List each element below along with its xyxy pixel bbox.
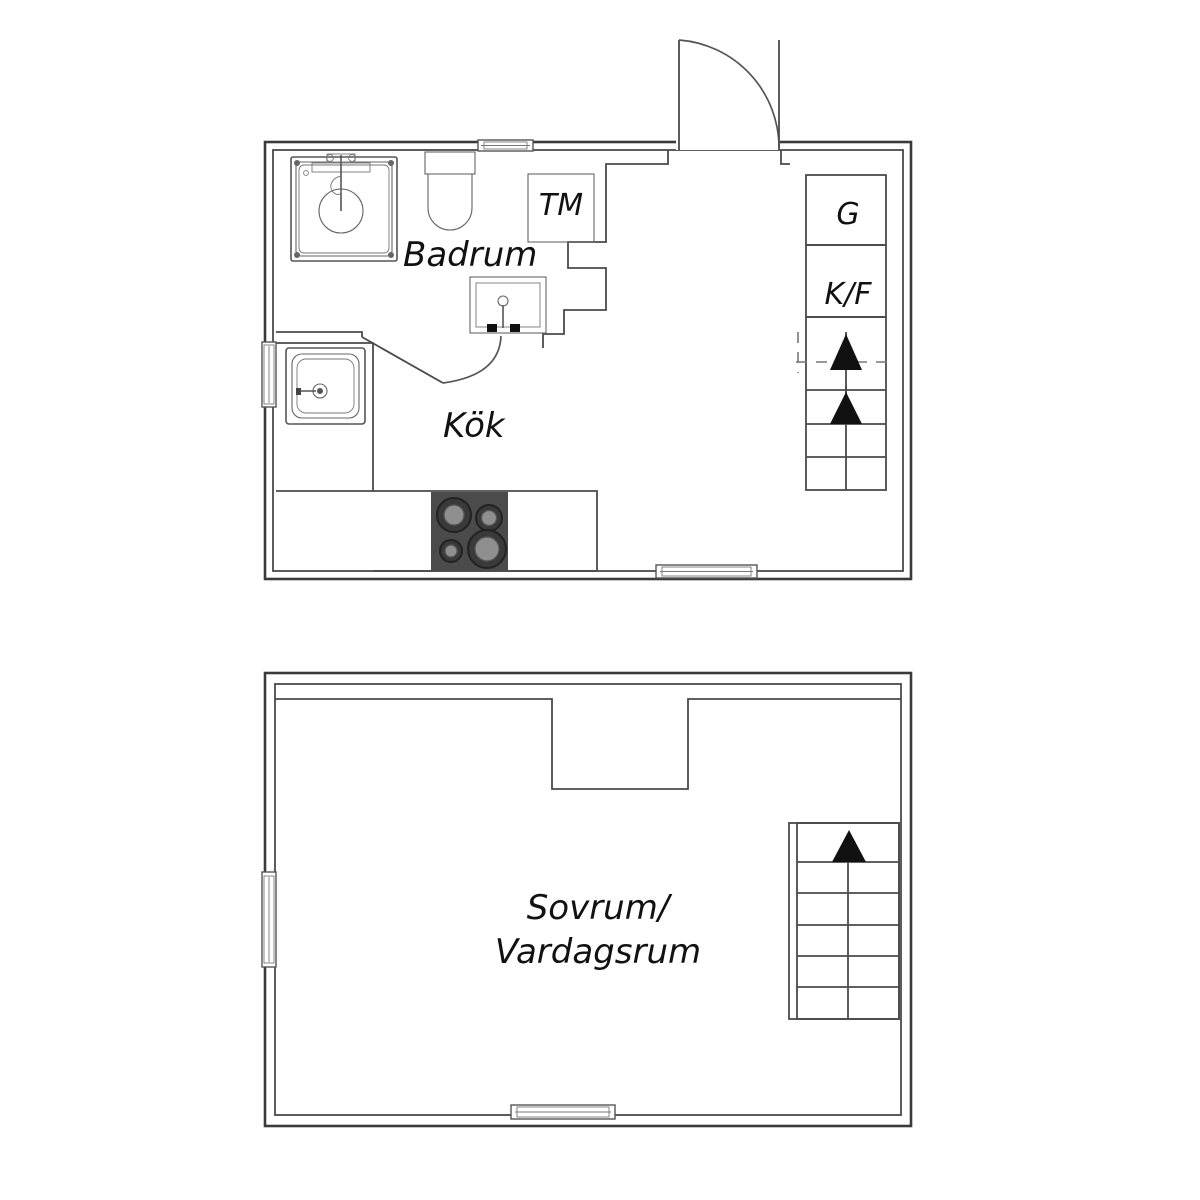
window-bottom-lower xyxy=(510,1104,616,1120)
washbasin xyxy=(469,276,547,334)
window-top-upper xyxy=(477,139,534,152)
upper-stair-and-storage: G K/F xyxy=(796,174,890,491)
kitchen-counter-left xyxy=(276,342,374,491)
upper-stair-arrow-top xyxy=(830,332,862,390)
window-bottom-upper xyxy=(655,564,758,579)
upper-stair-arrow-bottom xyxy=(830,386,862,424)
toilet-bowl xyxy=(427,173,473,231)
upper-interior-jog-wall xyxy=(542,150,669,348)
washing-machine xyxy=(527,173,595,243)
bedroom-livingroom-label-line2: Vardagsrum xyxy=(495,932,701,972)
window-left-upper xyxy=(261,341,277,408)
window-left-lower xyxy=(261,871,277,968)
lower-stair-arrow xyxy=(832,830,866,862)
bathroom-label: Badrum xyxy=(403,235,537,275)
bathroom-group: TM Badrum xyxy=(290,151,595,334)
entry-door-opening xyxy=(676,136,780,150)
lower-floor-plan: Sovrum/ Vardagsrum xyxy=(261,671,913,1128)
entry-door-swing-arc xyxy=(678,39,780,149)
bedroom-livingroom-label-line1: Sovrum/ xyxy=(527,888,673,928)
kitchen-counter-bottom xyxy=(373,490,598,571)
wardrobe-label: G xyxy=(836,197,859,232)
lower-stair xyxy=(788,822,900,1020)
kitchen-sink xyxy=(285,347,366,425)
bathroom-door-leaf xyxy=(361,336,444,384)
lower-alcove-recess xyxy=(275,698,901,790)
kitchen-label: Kök xyxy=(443,406,506,446)
fridge-freezer-label: K/F xyxy=(824,277,872,312)
shower-cabin xyxy=(290,153,398,262)
upper-entry-right-wall xyxy=(780,150,790,165)
entry-door[interactable] xyxy=(676,39,780,150)
bathroom-door-swing-arc xyxy=(442,335,502,384)
upper-floor-plan: TM Badrum xyxy=(261,39,913,581)
bathroom-door[interactable] xyxy=(361,335,502,384)
kitchen-group: Kök xyxy=(276,342,598,572)
bathroom-lower-wall xyxy=(276,331,363,337)
toilet xyxy=(424,151,476,231)
stove-cooktop xyxy=(431,492,508,571)
washing-machine-label: TM xyxy=(539,188,583,223)
